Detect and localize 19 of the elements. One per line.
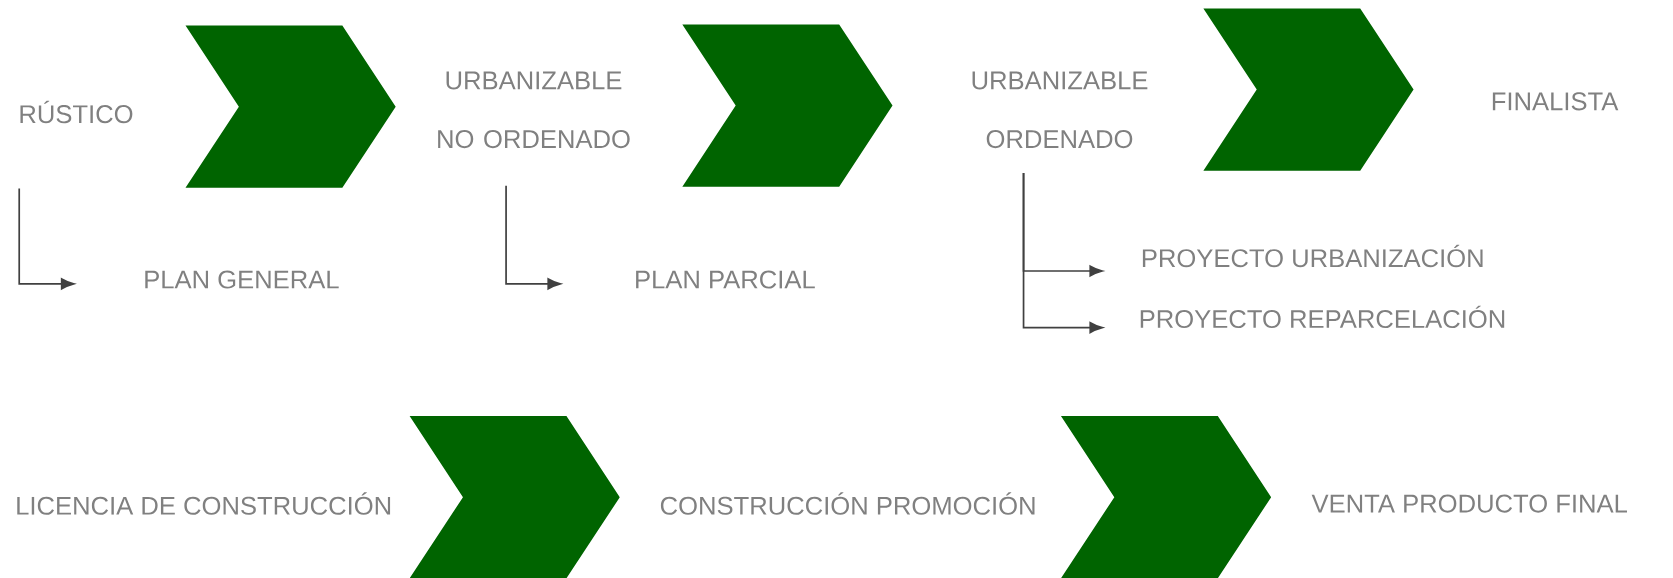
stage-label: URBANIZABLE ORDENADO <box>972 71 1148 149</box>
stage-label: FINALISTA <box>1492 92 1619 111</box>
stage-label: RÚSTICO <box>20 100 133 124</box>
elbow-arrow <box>18 187 75 290</box>
stage-label: URBANIZABLE NO ORDENADO <box>438 71 630 149</box>
stage-label: PROYECTO REPARCELACIÓN <box>1140 305 1505 328</box>
chevron-arrow <box>1060 415 1272 578</box>
chevron-arrow <box>185 25 396 188</box>
stage-label: PLAN GENERAL <box>145 270 339 289</box>
elbow-arrow <box>505 184 561 290</box>
stage-label: VENTA PRODUCTO FINAL <box>1311 494 1627 513</box>
stage-label: PROYECTO URBANIZACIÓN <box>1142 244 1483 268</box>
stage-label: CONSTRUCCIÓN PROMOCIÓN <box>660 492 1035 515</box>
elbow-arrow <box>1022 171 1103 334</box>
chevron-arrow <box>409 415 620 578</box>
chevron-arrow <box>682 24 893 187</box>
stage-label: LICENCIA DE CONSTRUCCIÓN <box>17 492 391 515</box>
stage-label: PLAN PARCIAL <box>636 270 815 289</box>
chevron-arrow <box>1203 8 1414 171</box>
